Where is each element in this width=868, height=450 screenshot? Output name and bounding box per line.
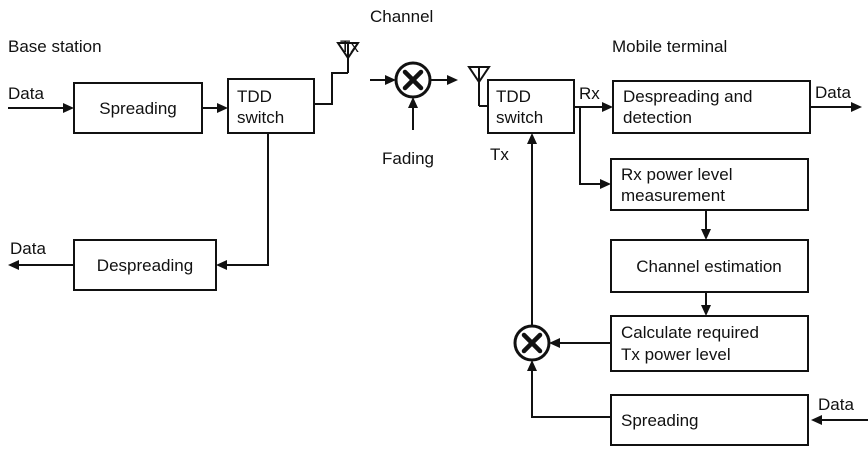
fading-label: Fading bbox=[382, 149, 434, 168]
bs-despreading-block: Despreading bbox=[73, 239, 217, 291]
mt-rx-power-measurement-block: Rx power level measurement bbox=[610, 158, 809, 211]
mt-tdd-switch-label-1: TDD bbox=[496, 87, 531, 106]
mt-spreading-label: Spreading bbox=[621, 411, 699, 430]
bs-tdd-switch-block: TDD switch bbox=[227, 78, 315, 134]
mt-antenna-icon bbox=[467, 66, 491, 106]
bs-data-out-label: Data bbox=[10, 239, 46, 258]
mt-spreading-block: Spreading bbox=[610, 394, 809, 446]
mt-tx-label: Tx bbox=[490, 145, 509, 164]
mt-calc-tx-power-label-1: Calculate required bbox=[621, 323, 759, 342]
mt-despreading-detection-block: Despreading and detection bbox=[612, 80, 811, 134]
mt-calc-tx-power-block: Calculate required Tx power level bbox=[610, 315, 809, 372]
mt-despreading-detection-label-1: Despreading and bbox=[623, 87, 752, 106]
bs-data-in-label: Data bbox=[8, 84, 44, 103]
mt-tdd-switch-block: TDD switch bbox=[487, 79, 575, 134]
channel-title: Channel bbox=[370, 7, 433, 26]
bs-tdd-switch-label-2: switch bbox=[237, 108, 284, 127]
channel-multiplier-icon bbox=[394, 61, 432, 99]
bs-despreading-label: Despreading bbox=[97, 256, 193, 275]
bs-spreading-block: Spreading bbox=[73, 82, 203, 134]
mt-rx-power-measurement-label-1: Rx power level bbox=[621, 165, 733, 184]
bs-tdd-switch-label-1: TDD bbox=[237, 87, 272, 106]
mt-data-in-label: Data bbox=[818, 395, 854, 414]
mt-rx-power-measurement-label-2: measurement bbox=[621, 186, 725, 205]
bs-antenna-icon bbox=[336, 42, 360, 73]
mt-data-out-label: Data bbox=[815, 83, 851, 102]
mobile-terminal-title: Mobile terminal bbox=[612, 37, 727, 56]
mt-channel-estimation-label: Channel estimation bbox=[636, 257, 782, 276]
bs-tx-label: Tx bbox=[340, 37, 359, 56]
bs-spreading-label: Spreading bbox=[99, 99, 177, 118]
mt-channel-estimation-block: Channel estimation bbox=[610, 239, 809, 293]
mt-rx-label: Rx bbox=[579, 84, 600, 103]
mt-calc-tx-power-label-2: Tx power level bbox=[621, 345, 731, 364]
base-station-title: Base station bbox=[8, 37, 102, 56]
mt-tdd-switch-label-2: switch bbox=[496, 108, 543, 127]
signal-flow-lines bbox=[8, 72, 868, 425]
mt-despreading-detection-label-2: detection bbox=[623, 108, 692, 127]
power-control-multiplier-icon bbox=[513, 324, 551, 362]
